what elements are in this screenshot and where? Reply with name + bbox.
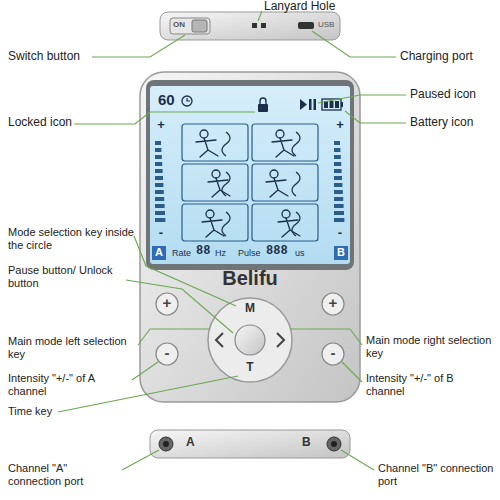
intensity-bar bbox=[155, 183, 163, 187]
leader-line bbox=[132, 362, 158, 380]
intensity-sign: - bbox=[154, 226, 168, 241]
intensity-bar bbox=[334, 162, 341, 166]
rate-digits: 88 bbox=[196, 245, 210, 259]
leader-line bbox=[290, 329, 362, 345]
intensity-bar bbox=[155, 141, 161, 145]
pulse-digits: 888 bbox=[266, 245, 288, 259]
leader-line bbox=[138, 329, 210, 345]
intensity-sign: - bbox=[333, 226, 347, 241]
callout-label: Battery icon bbox=[410, 116, 473, 130]
switch-marking: ON bbox=[173, 20, 185, 29]
mode-icon bbox=[182, 124, 248, 161]
callout-label: Channel "A" connection port bbox=[8, 462, 120, 487]
intensity-bar bbox=[334, 155, 341, 159]
screen-label: Pulse bbox=[238, 248, 261, 258]
callout-label: Channel "B" connection port bbox=[378, 462, 496, 487]
intensity-bar bbox=[334, 190, 343, 194]
leader-line bbox=[122, 450, 159, 470]
intensity-bar bbox=[334, 141, 340, 145]
callout-label: Pause button/ Unlock button bbox=[8, 264, 126, 289]
callout-label: Switch button bbox=[8, 50, 80, 64]
intensity-bar bbox=[155, 190, 164, 194]
leader-line bbox=[134, 236, 236, 306]
callout-label: Mode selection key inside the circle bbox=[8, 226, 134, 251]
callout-label: Time key bbox=[8, 405, 52, 418]
mode-icon bbox=[252, 164, 318, 201]
callout-label: Intensity "+/-" of A channel bbox=[8, 372, 130, 397]
leader-line bbox=[258, 11, 262, 21]
intensity-bar bbox=[334, 211, 344, 215]
callout-label: Locked icon bbox=[8, 116, 72, 130]
mode-key: M bbox=[240, 302, 260, 316]
intensity-bar bbox=[155, 176, 163, 180]
mode-icon bbox=[182, 204, 248, 241]
mode-icon bbox=[252, 124, 318, 161]
intensity-bar bbox=[155, 155, 162, 159]
intensity-bar bbox=[334, 204, 344, 208]
channel-letter: B bbox=[334, 246, 348, 259]
callout-label: Intensity "+/-" of B channel bbox=[366, 372, 492, 397]
timer-digits: 60 bbox=[158, 91, 175, 108]
leader-line bbox=[126, 280, 233, 333]
intensity-sign: + bbox=[154, 118, 168, 133]
callout-label: Lanyard Hole bbox=[264, 0, 335, 14]
mode-icon bbox=[252, 204, 318, 241]
callout-label: Paused icon bbox=[410, 88, 476, 102]
port-letter: B bbox=[302, 436, 311, 450]
leader-lines bbox=[58, 11, 406, 470]
channel-letter: A bbox=[152, 246, 166, 259]
intensity-bar bbox=[155, 218, 165, 222]
button-sign: - bbox=[156, 344, 178, 361]
intensity-bar bbox=[155, 148, 161, 152]
intensity-bar bbox=[334, 197, 343, 201]
intensity-bar bbox=[155, 204, 165, 208]
mode-icon bbox=[182, 164, 248, 201]
button-sign: - bbox=[322, 344, 344, 361]
callout-label: Charging port bbox=[400, 50, 473, 64]
intensity-bar bbox=[334, 183, 342, 187]
leader-line bbox=[341, 450, 374, 470]
intensity-bar bbox=[155, 169, 163, 173]
intensity-bar bbox=[155, 211, 165, 215]
intensity-bar bbox=[155, 162, 162, 166]
intensity-sign: + bbox=[333, 118, 347, 133]
callout-label: Main mode left selection key bbox=[8, 335, 136, 360]
button-sign: + bbox=[322, 294, 344, 311]
port-marking: USB bbox=[318, 20, 334, 29]
port-letter: A bbox=[186, 436, 195, 450]
top-view bbox=[160, 12, 340, 40]
intensity-bar bbox=[155, 197, 164, 201]
time-key: T bbox=[240, 361, 260, 375]
callout-label: Main mode right selection key bbox=[366, 334, 492, 359]
screen-label: Hz bbox=[215, 248, 226, 258]
intensity-bar bbox=[334, 148, 340, 152]
screen-label: Rate bbox=[172, 248, 191, 258]
screen-label: us bbox=[295, 248, 305, 258]
device-body bbox=[140, 72, 360, 402]
leader-line bbox=[92, 35, 185, 57]
intensity-bar bbox=[334, 169, 342, 173]
intensity-bar bbox=[334, 218, 344, 222]
leader-line bbox=[345, 111, 406, 123]
brand-name: Belifu bbox=[200, 267, 300, 290]
leader-line bbox=[318, 95, 406, 103]
button-sign: + bbox=[156, 294, 178, 311]
leader-line bbox=[342, 362, 362, 382]
leader-line bbox=[312, 31, 396, 57]
bottom-view bbox=[150, 430, 350, 458]
intensity-bar bbox=[334, 176, 342, 180]
